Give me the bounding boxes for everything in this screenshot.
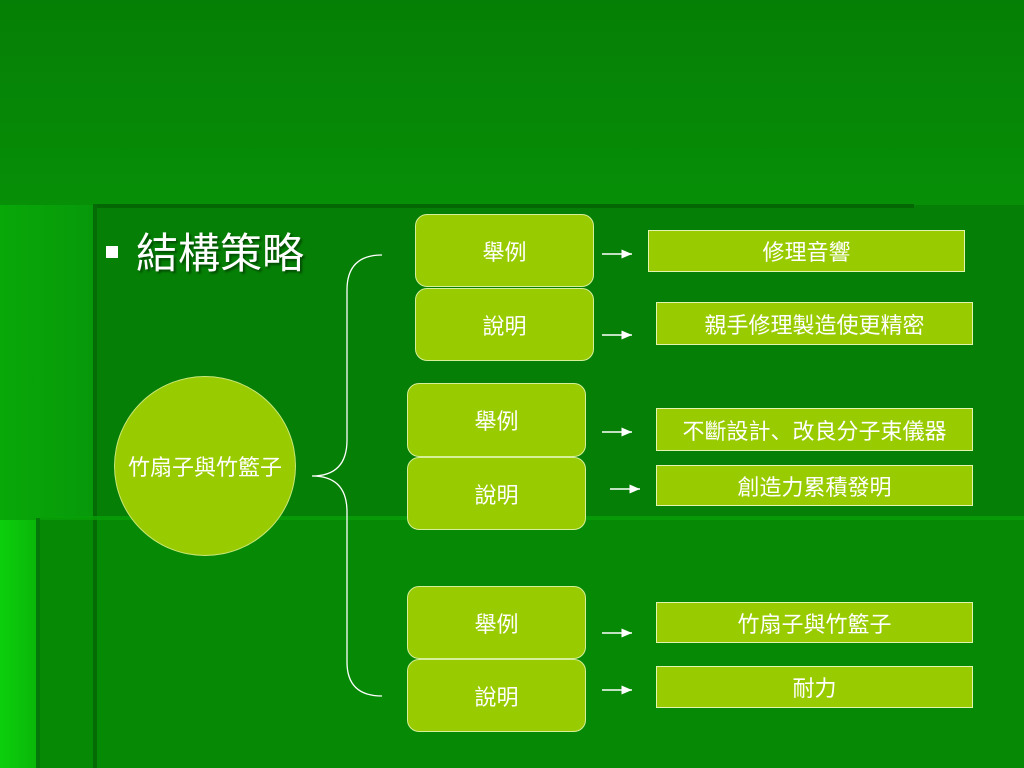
example-result-1: 修理音響 <box>648 230 965 272</box>
square-bullet-icon <box>106 245 118 258</box>
brace-bracket <box>311 254 383 697</box>
example-box-1: 舉例 <box>415 214 594 287</box>
example-result-2: 不斷設計、改良分子束儀器 <box>656 408 973 451</box>
background-lower-left <box>0 520 40 768</box>
explain-result-2: 創造力累積發明 <box>656 465 973 506</box>
panel-edge-lower-left <box>36 518 40 768</box>
example-result-3: 竹扇子與竹籃子 <box>656 602 973 643</box>
background-top <box>0 0 1024 205</box>
hub-circle: 竹扇子與竹籃子 <box>114 376 296 556</box>
slide-title-text: 結構策略 <box>136 229 305 278</box>
example-box-2: 舉例 <box>407 383 586 457</box>
explain-box-3: 說明 <box>407 659 586 732</box>
explain-result-3: 耐力 <box>656 666 973 708</box>
explain-box-2: 說明 <box>407 457 586 530</box>
slide-title: 結構策略 <box>106 220 304 281</box>
explain-box-1: 說明 <box>415 288 594 361</box>
explain-result-1: 親手修理製造使更精密 <box>656 302 973 345</box>
panel-edge-top <box>96 204 914 208</box>
example-box-3: 舉例 <box>407 586 586 659</box>
panel-edge-left <box>93 204 97 768</box>
